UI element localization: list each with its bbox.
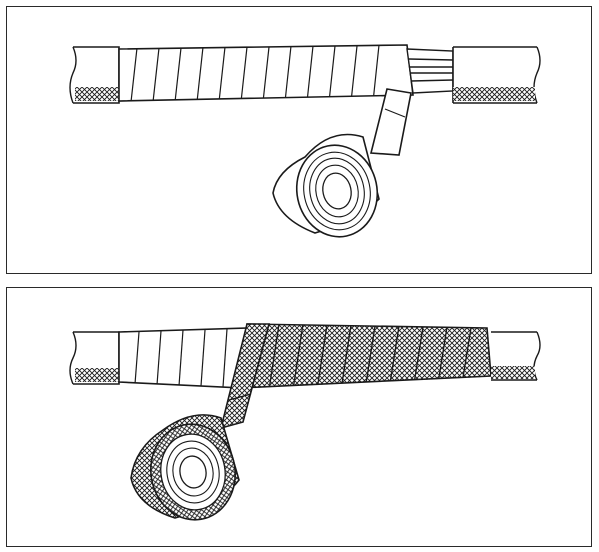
cable-left-end <box>69 331 120 385</box>
cable-left-end <box>69 46 120 104</box>
tape-strip <box>369 88 412 156</box>
roll-core <box>179 455 207 489</box>
tape-strip <box>219 323 271 430</box>
tape-roll <box>272 133 380 238</box>
second-tape-layer <box>238 323 492 389</box>
cable-right-end <box>452 46 541 104</box>
exposed-conductors <box>406 48 454 94</box>
tape-wrap-lines <box>268 324 472 388</box>
panel-second-layer-wrap <box>6 287 592 547</box>
tape-wrap-lines <box>130 45 380 101</box>
cable-shield-left <box>75 87 119 101</box>
cable-shield-right <box>491 366 535 379</box>
cable-shield-left <box>75 368 119 382</box>
panel-first-layer-wrap <box>6 6 592 274</box>
tape-roll <box>130 414 240 521</box>
wrapped-tape-section <box>118 44 414 102</box>
cable-right-end <box>491 331 541 381</box>
first-tape-layer <box>118 327 250 389</box>
cable-shield-right <box>453 87 535 101</box>
roll-core <box>322 172 352 210</box>
first-layer-illustration <box>69 44 541 238</box>
second-layer-illustration <box>69 323 541 521</box>
